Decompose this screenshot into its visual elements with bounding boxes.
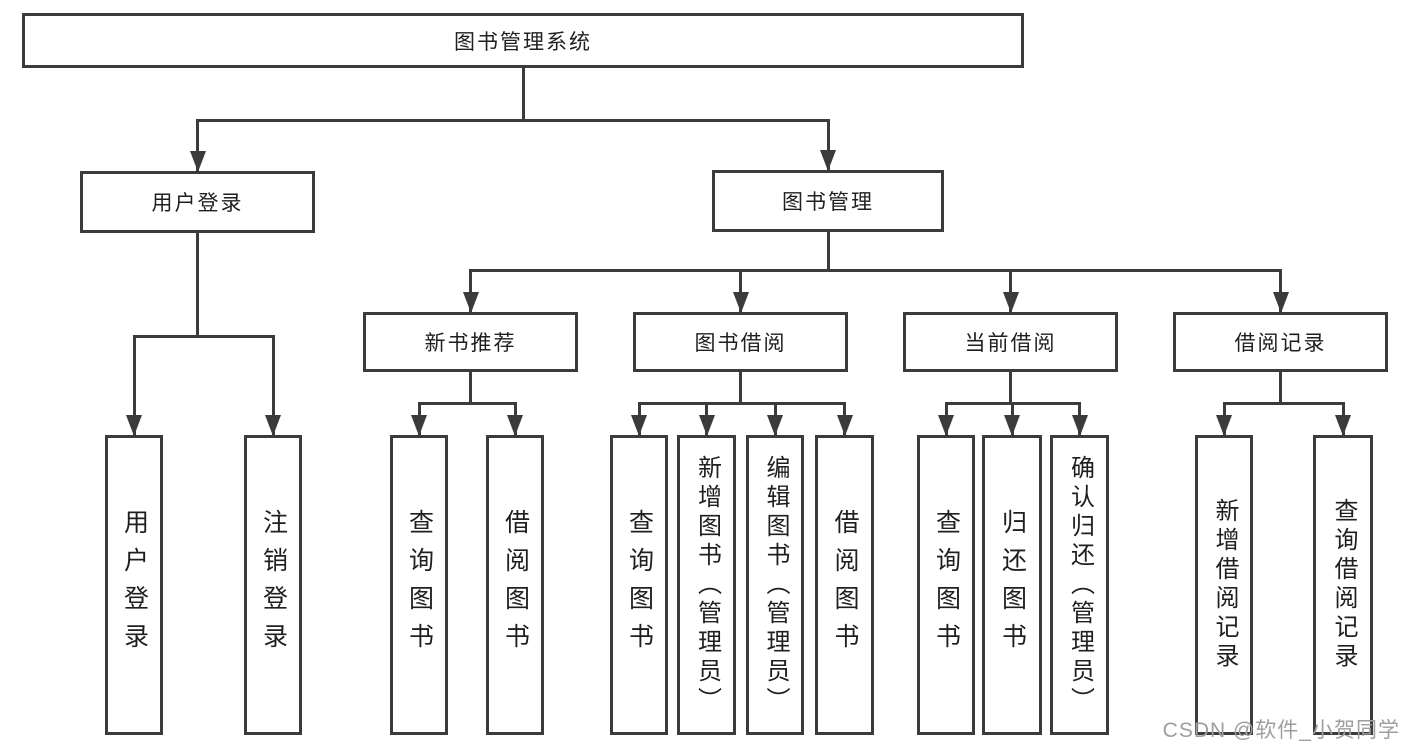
arrow-down-icon [767,415,783,436]
node-box-user-login: 用户登录 [80,171,315,233]
connector-drop-borrow-records [1279,270,1282,312]
node-box-leaf-add-book: 新增图书（管理员） [677,435,736,735]
node-label-leaf-logout: 注销登录 [259,509,288,661]
connector-rail-new-book-rec [417,401,517,405]
node-box-leaf-query-record: 查询借阅记录 [1313,435,1373,735]
connector-rail-book-borrow [637,401,846,405]
node-box-leaf-logout: 注销登录 [244,435,302,735]
connector-drop-leaf-user-login [132,336,136,435]
node-label-leaf-borrow-book-1: 借阅图书 [501,509,530,661]
node-label-borrow-records: 借阅记录 [1234,332,1327,355]
arrow-down-icon [1272,292,1289,313]
connector-stem-current-borrow [1009,371,1012,403]
node-box-leaf-user-login: 用户登录 [105,435,163,735]
node-label-leaf-add-book: 新增图书（管理员） [693,454,721,716]
node-box-leaf-confirm-return: 确认归还（管理员） [1050,435,1109,735]
node-box-book-mgmt: 图书管理 [712,170,944,232]
connector-drop-leaf-logout [271,336,275,435]
connector-drop-new-book-rec [469,270,472,312]
node-label-book-mgmt: 图书管理 [782,191,874,214]
arrow-down-icon [698,415,715,436]
node-box-leaf-query-book-2: 查询图书 [610,435,668,735]
node-label-root: 图书管理系统 [454,30,592,54]
node-box-borrow-records: 借阅记录 [1173,312,1388,372]
arrow-down-icon [126,415,142,436]
arrow-down-icon [1071,415,1088,436]
connector-stem-root [521,67,525,120]
node-box-leaf-query-book-3: 查询图书 [917,435,975,735]
connector-rail-book-mgmt [469,268,1282,272]
node-box-leaf-edit-book: 编辑图书（管理员） [746,435,804,735]
arrow-down-icon [1002,292,1019,313]
connector-stem-borrow-records [1279,371,1282,403]
connector-drop-book-mgmt [826,120,830,170]
node-label-leaf-user-login: 用户登录 [120,509,149,661]
node-label-leaf-query-book-2: 查询图书 [625,509,654,661]
node-label-user-login: 用户登录 [151,192,244,215]
node-label-book-borrow: 图书借阅 [694,332,787,355]
node-box-current-borrow: 当前借阅 [903,312,1118,372]
connector-drop-current-borrow [1009,270,1012,312]
arrow-down-icon [631,415,647,436]
arrow-down-icon [732,292,749,313]
node-label-leaf-edit-book: 编辑图书（管理员） [762,454,789,716]
connector-drop-book-borrow [739,270,742,312]
arrow-down-icon [836,415,853,436]
node-box-leaf-return-book: 归还图书 [982,435,1042,735]
connector-stem-new-book-rec [469,371,472,403]
connector-drop-user-login [196,120,199,171]
node-label-current-borrow: 当前借阅 [964,332,1057,355]
arrow-down-icon [1004,415,1020,436]
connector-stem-book-mgmt [826,231,830,270]
arrow-down-icon [1216,415,1232,436]
arrow-down-icon [265,415,281,436]
arrow-down-icon [1335,415,1351,436]
arrow-down-icon [507,415,523,436]
node-box-leaf-borrow-book-2: 借阅图书 [815,435,874,735]
csdn-watermark: CSDN @软件_小贺同学 [1162,719,1400,742]
node-box-new-book-rec: 新书推荐 [363,312,578,372]
node-box-book-borrow: 图书借阅 [633,312,848,372]
arrow-down-icon [462,292,479,313]
arrow-down-icon [820,150,836,171]
node-box-leaf-add-record: 新增借阅记录 [1195,435,1253,735]
node-label-leaf-borrow-book-2: 借阅图书 [831,509,859,661]
node-label-leaf-query-book-1: 查询图书 [405,509,434,661]
node-label-leaf-return-book: 归还图书 [998,509,1027,661]
connector-rail-root [196,118,830,122]
node-label-new-book-rec: 新书推荐 [424,332,517,355]
connector-rail-borrow-records [1222,401,1345,405]
connector-rail-user-login [132,334,275,338]
connector-stem-user-login [196,232,199,336]
node-label-leaf-add-record: 新增借阅记录 [1211,498,1238,672]
node-box-leaf-borrow-book-1: 借阅图书 [486,435,544,735]
arrow-down-icon [189,151,206,172]
node-label-leaf-query-book-3: 查询图书 [932,509,961,661]
connector-stem-book-borrow [739,371,742,403]
node-label-leaf-confirm-return: 确认归还（管理员） [1066,454,1094,716]
arrow-down-icon [411,415,427,436]
node-label-leaf-query-record: 查询借阅记录 [1330,498,1357,672]
arrow-down-icon [938,415,954,436]
node-box-leaf-query-book-1: 查询图书 [390,435,448,735]
node-box-root: 图书管理系统 [22,13,1024,68]
